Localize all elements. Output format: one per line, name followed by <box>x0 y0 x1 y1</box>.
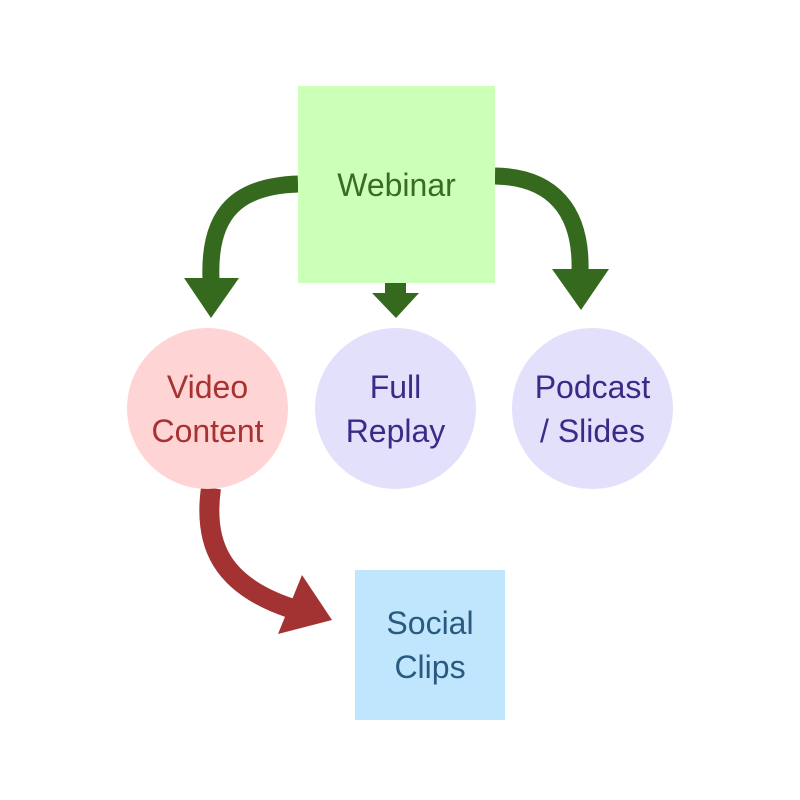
arrow-webinar-to-video-shaft <box>202 175 299 281</box>
arrow-video-to-social <box>199 486 332 634</box>
full-replay-label-line2: Replay <box>345 412 446 449</box>
arrow-webinar-to-replay <box>372 283 419 318</box>
arrow-webinar-to-podcast-head <box>552 269 609 310</box>
arrow-webinar-to-podcast-shaft <box>494 167 589 273</box>
podcast-slides-node: Podcast / Slides <box>512 328 673 489</box>
video-content-node: Video Content <box>127 328 288 489</box>
full-replay-node: Full Replay <box>315 328 476 489</box>
arrow-webinar-to-video-head <box>184 278 239 318</box>
arrow-video-to-social-head <box>278 575 332 634</box>
webinar-node: Webinar <box>298 86 495 283</box>
social-clips-label-line1: Social <box>386 605 474 641</box>
full-replay-label-line1: Full <box>369 368 422 405</box>
video-content-label-line1: Video <box>166 368 249 405</box>
social-clips-node: Social Clips <box>355 570 505 720</box>
podcast-slides-label-line2: / Slides <box>540 412 645 449</box>
webinar-label: Webinar <box>337 166 456 203</box>
arrow-video-to-social-shaft <box>199 486 294 618</box>
arrow-webinar-to-podcast <box>494 167 609 310</box>
social-clips-label-line2: Clips <box>394 649 466 685</box>
arrow-webinar-to-video <box>184 175 299 318</box>
video-content-label-line2: Content <box>151 412 264 449</box>
podcast-slides-label-line1: Podcast <box>534 368 651 405</box>
arrow-webinar-to-replay-head <box>372 293 419 318</box>
arrow-webinar-to-replay-shaft <box>385 283 406 295</box>
